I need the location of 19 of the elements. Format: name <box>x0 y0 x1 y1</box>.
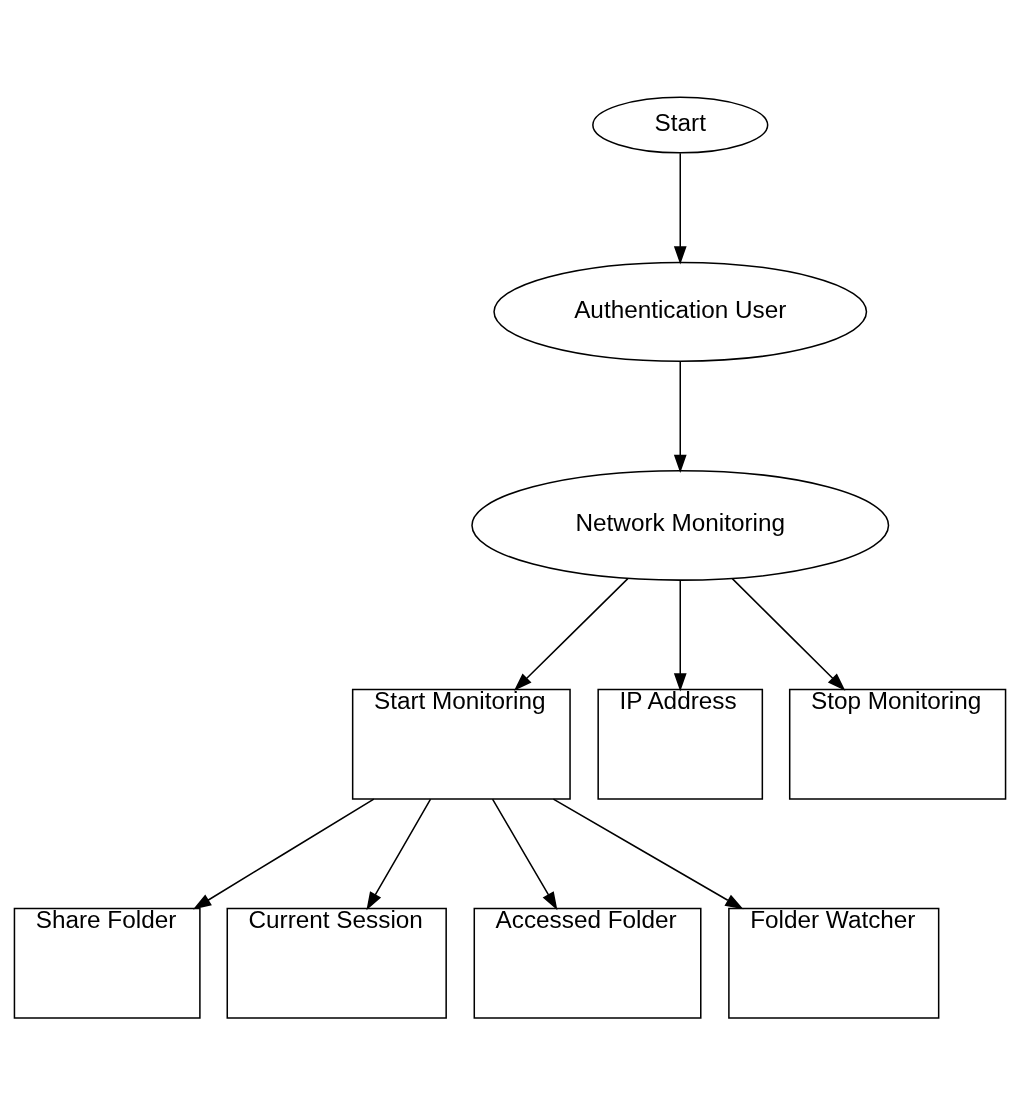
node-box: Current Session <box>226 907 447 1019</box>
node-box: Accessed Folder <box>473 907 702 1019</box>
node-ellipse: Start <box>592 96 769 154</box>
arrow <box>552 798 744 910</box>
node-box: Share Folder <box>13 907 201 1019</box>
node-ellipse: Authentication User <box>493 261 868 362</box>
node-ellipse: Network Monitoring <box>471 469 890 581</box>
arrow <box>491 798 558 911</box>
arrow <box>673 360 687 473</box>
arrow <box>673 579 687 692</box>
arrow <box>366 798 432 911</box>
arrow <box>731 577 846 691</box>
node-box: IP Address <box>597 688 764 800</box>
arrow <box>192 798 375 910</box>
node-box: Stop Monitoring <box>788 688 1007 800</box>
node-box: Folder Watcher <box>728 907 940 1019</box>
arrow <box>514 577 629 691</box>
node-box: Start Monitoring <box>351 688 571 800</box>
arrow <box>673 152 687 265</box>
